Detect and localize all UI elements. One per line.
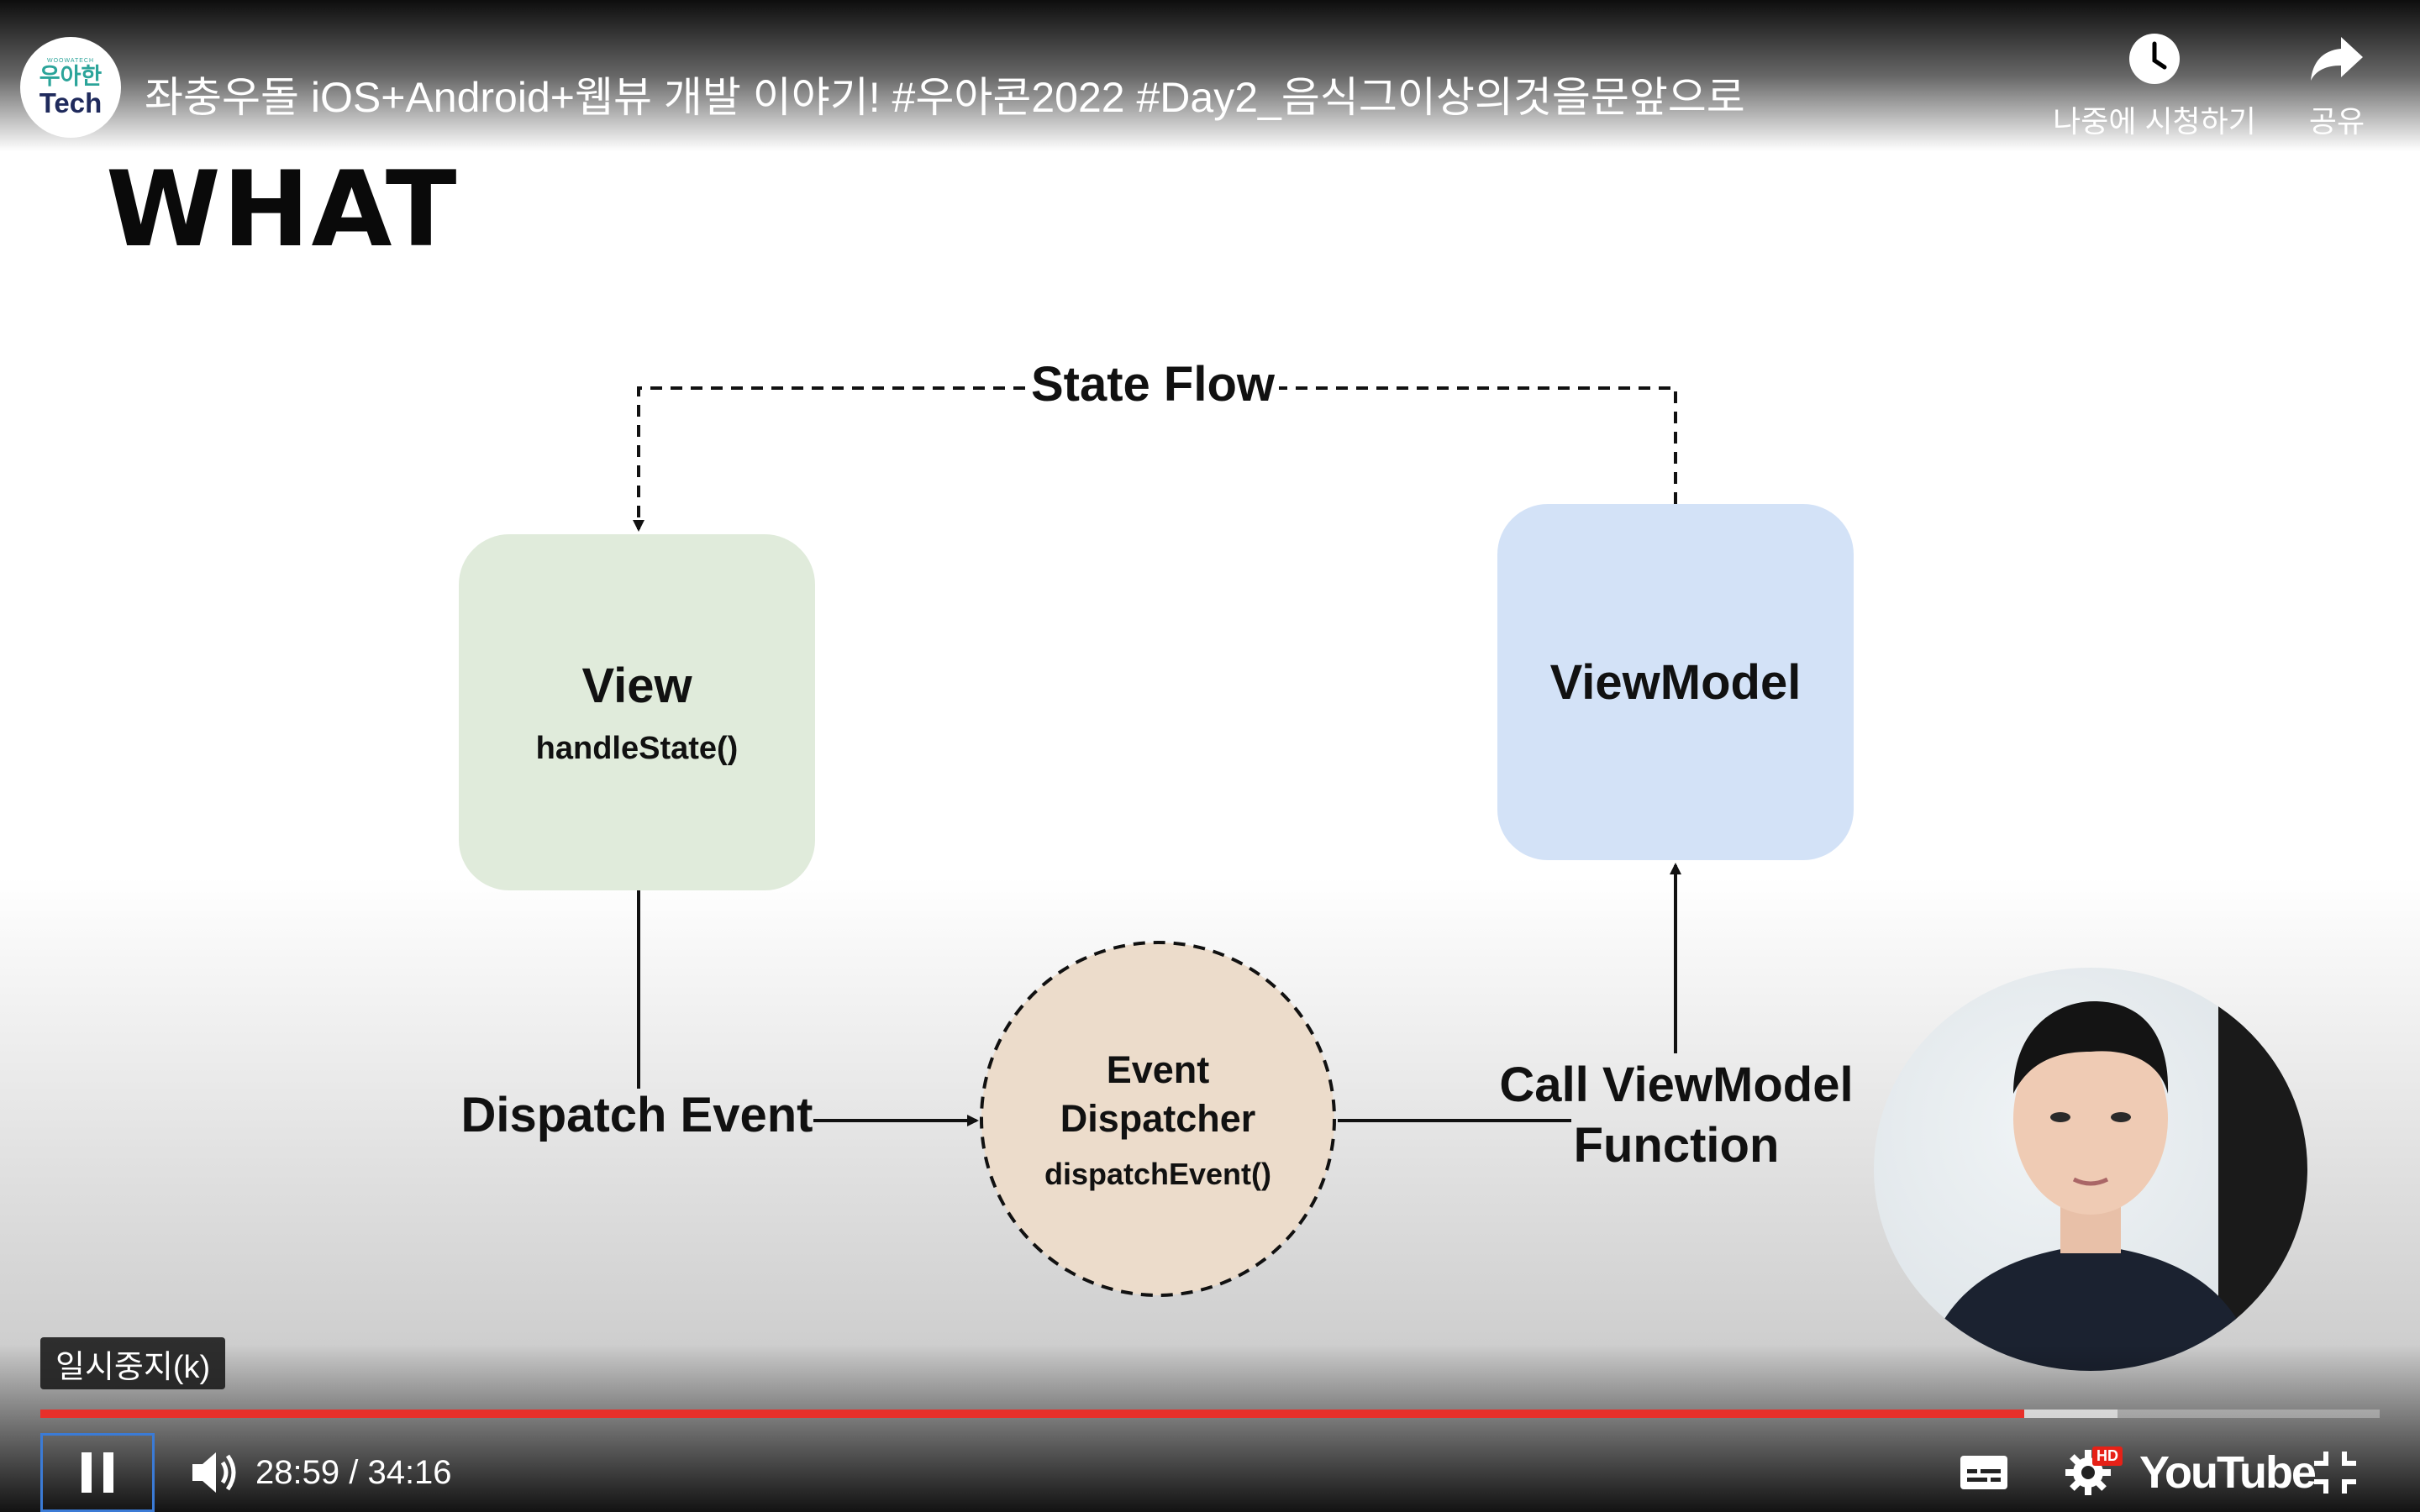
slide-title: WHAT — [106, 150, 459, 270]
view-node: View handleState() — [459, 534, 815, 890]
dispatcher-circle — [980, 941, 1336, 1297]
time-display: 28:59 / 34:16 — [255, 1433, 452, 1512]
share-arrow-icon — [2311, 37, 2363, 81]
hd-badge: HD — [2092, 1446, 2123, 1466]
view-title: View — [581, 659, 692, 713]
call-viewmodel-line2: Function — [1573, 1118, 1780, 1173]
current-time: 28:59 — [255, 1453, 340, 1491]
duration: 34:16 — [367, 1453, 452, 1491]
presenter-video — [1874, 968, 2307, 1371]
volume-button[interactable] — [168, 1433, 260, 1512]
dispatcher-sub: dispatchEvent() — [1044, 1157, 1272, 1191]
exit-fullscreen-icon — [2314, 1452, 2356, 1494]
settings-button[interactable]: HD — [2042, 1433, 2134, 1512]
top-overlay: WOOWATECH 우아한 Tech 좌충우돌 iOS+Android+웹뷰 개… — [0, 0, 2420, 151]
channel-logo-small-text: WOOWATECH — [46, 57, 95, 64]
channel-logo-bottom-text: Tech — [39, 87, 103, 118]
watch-later-button[interactable]: 나중에 시청하기 — [2037, 32, 2272, 141]
call-viewmodel-label: Call ViewModel Function — [1479, 1055, 1874, 1176]
pause-tooltip: 일시중지(k) — [40, 1337, 226, 1389]
share-button[interactable]: 공유 — [2291, 32, 2383, 141]
call-viewmodel-line1: Call ViewModel — [1499, 1058, 1854, 1112]
subtitles-icon — [1960, 1456, 2007, 1489]
clock-icon — [2129, 34, 2180, 84]
bottom-overlay — [0, 1344, 2420, 1512]
pause-icon — [82, 1452, 113, 1493]
channel-logo-top-text: 우아한 — [39, 63, 103, 89]
view-sub: handleState() — [535, 731, 739, 766]
state-flow-label: State Flow — [1027, 354, 1279, 415]
share-label: 공유 — [2308, 104, 2365, 139]
dispatch-event-label: Dispatch Event — [460, 1088, 813, 1142]
viewmodel-node: ViewModel — [1497, 504, 1854, 860]
exit-fullscreen-button[interactable] — [2297, 1433, 2373, 1512]
viewmodel-title: ViewModel — [1549, 654, 1802, 710]
subtitles-button[interactable] — [1946, 1433, 2022, 1512]
progress-played — [40, 1410, 2024, 1418]
time-separator: / — [339, 1453, 368, 1491]
channel-logo[interactable]: WOOWATECH 우아한 Tech — [20, 37, 121, 138]
video-title[interactable]: 좌충우돌 iOS+Android+웹뷰 개발 이야기! #우아콘2022 #Da… — [145, 74, 1745, 121]
progress-bar[interactable] — [40, 1410, 2380, 1418]
dispatcher-node: Event Dispatcher dispatchEvent() — [980, 941, 1336, 1297]
presenter-illustration — [1924, 968, 2307, 1371]
watch-later-label: 나중에 시청하기 — [2053, 104, 2256, 139]
dispatcher-title-2: Dispatcher — [1060, 1097, 1256, 1140]
volume-icon — [192, 1452, 236, 1493]
control-bar: 28:59 / 34:16 — [0, 1433, 2420, 1512]
pause-button[interactable] — [40, 1433, 155, 1512]
dispatcher-title-1: Event — [1106, 1048, 1210, 1091]
youtube-logo-button[interactable]: YouTube — [2139, 1447, 2317, 1498]
